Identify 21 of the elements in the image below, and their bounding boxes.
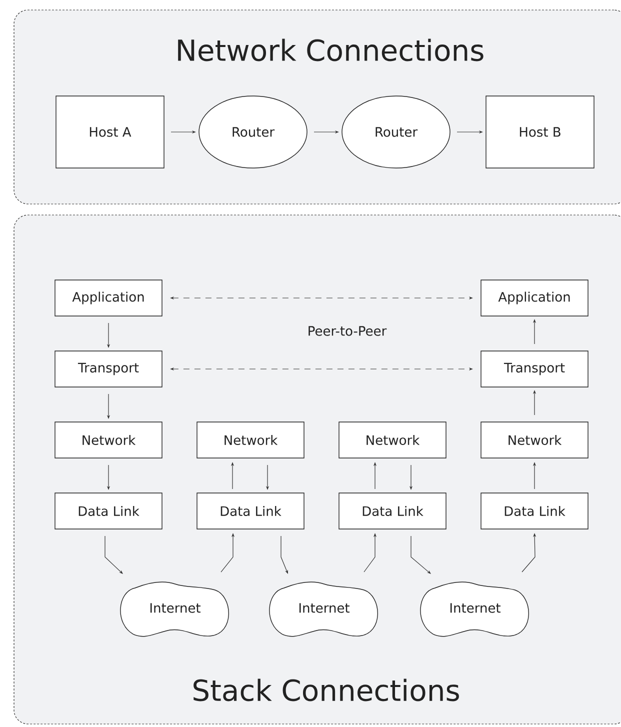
internet-cloud: Internet bbox=[420, 582, 529, 637]
layer-box: Data Link bbox=[480, 492, 588, 530]
layer-box: Network bbox=[480, 422, 588, 458]
layer-box: Transport bbox=[54, 350, 162, 388]
internet-cloud: Internet bbox=[269, 582, 378, 637]
host-box: Host B bbox=[486, 96, 594, 168]
arrow bbox=[104, 536, 123, 574]
layer-box: Network bbox=[54, 422, 162, 458]
layer-box: Network bbox=[338, 422, 446, 458]
layer-box: Network bbox=[196, 422, 304, 458]
layer-box: Data Link bbox=[54, 492, 162, 530]
arrow bbox=[280, 536, 288, 574]
layer-box: Data Link bbox=[338, 492, 446, 530]
layer-box: Data Link bbox=[196, 492, 304, 530]
host-box: Host A bbox=[56, 96, 164, 168]
layer-box: Application bbox=[480, 280, 588, 316]
peer-label: Peer-to-Peer bbox=[308, 326, 387, 336]
internet-cloud: Internet bbox=[120, 582, 229, 637]
arrow bbox=[410, 536, 431, 574]
layer-box: Transport bbox=[480, 350, 588, 388]
layer-box: Application bbox=[54, 280, 162, 316]
